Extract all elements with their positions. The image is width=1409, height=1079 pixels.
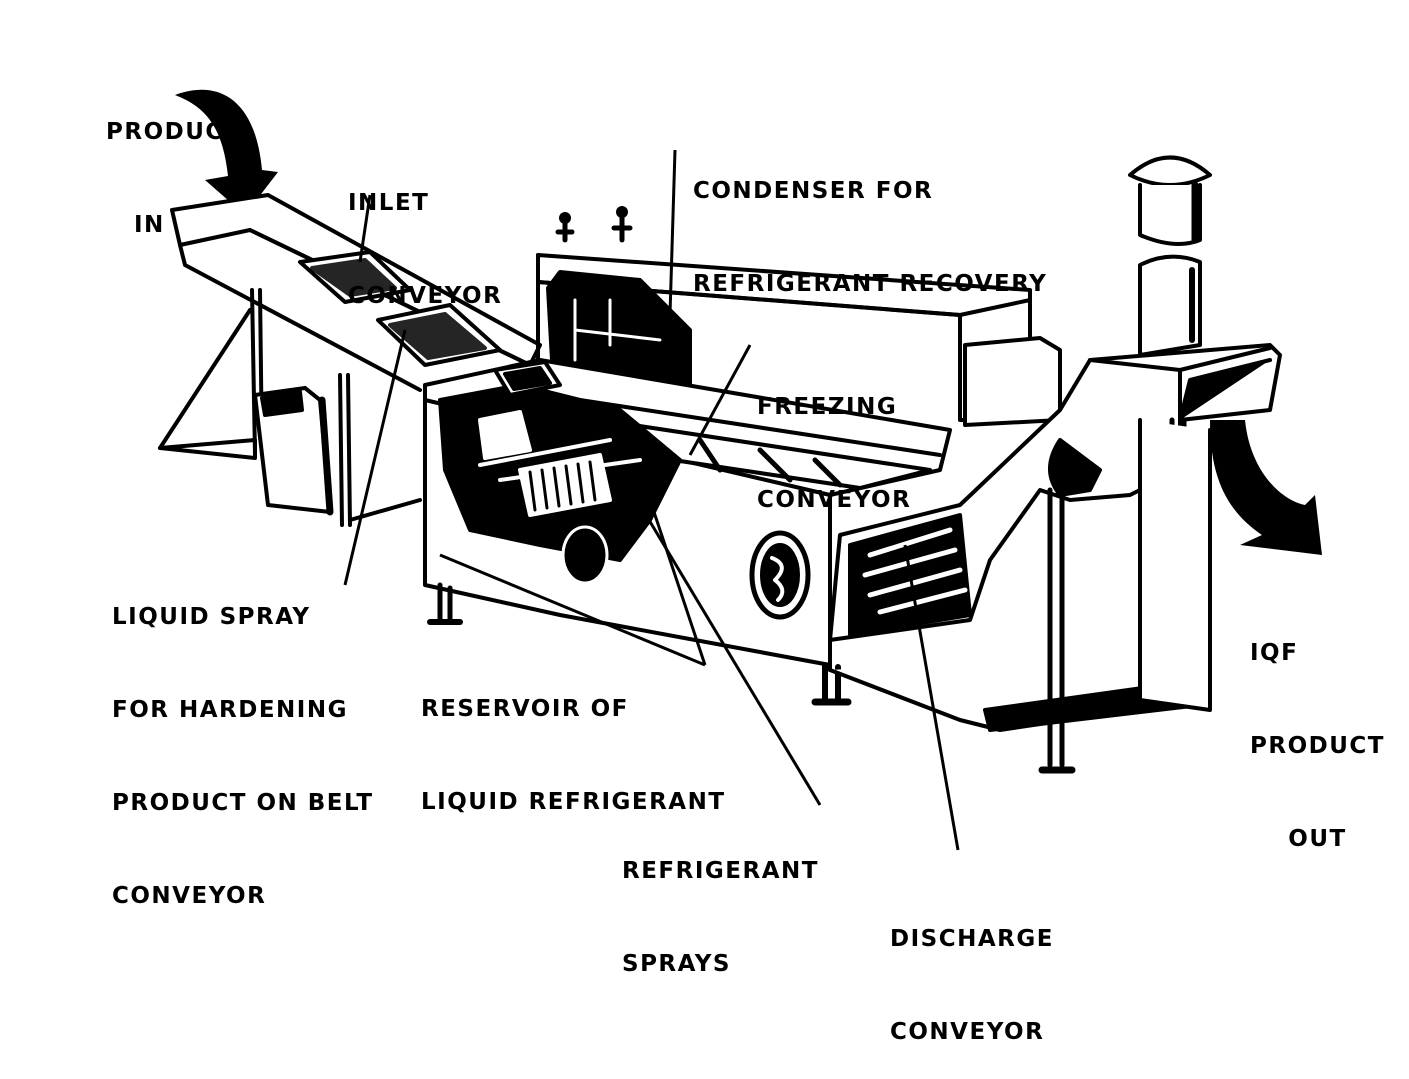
label-liquid-spray: LIQUID SPRAY FOR HARDENING PRODUCT ON BE…	[112, 540, 374, 943]
label-product-in: PRODUCT IN	[106, 55, 241, 272]
label-line: REFRIGERANT	[622, 858, 819, 884]
leader-refrigerant-sprays	[638, 504, 822, 806]
label-line: CONDENSER FOR	[693, 178, 934, 204]
freezer-tank	[423, 358, 952, 706]
condenser-housing	[536, 206, 1062, 427]
label-line: FREEZING	[757, 394, 898, 420]
label-line: CONVEYOR	[348, 283, 503, 309]
leader-reservoir-b	[648, 499, 707, 666]
leader-liquid-spray	[343, 329, 407, 586]
label-condenser: CONDENSER FOR REFRIGERANT RECOVERY	[693, 114, 1047, 331]
label-line: RESERVOIR OF	[421, 696, 629, 722]
label-line: CONVEYOR	[112, 883, 267, 909]
label-reservoir: RESERVOIR OF LIQUID REFRIGERANT	[421, 632, 726, 849]
freezer-illustration	[158, 89, 1322, 851]
label-line: LIQUID REFRIGERANT	[421, 789, 726, 815]
label-line: PRODUCT	[106, 119, 241, 145]
label-line: PRODUCT ON BELT	[112, 790, 374, 816]
leader-lines	[343, 149, 960, 851]
leader-freezing-conveyor	[688, 344, 752, 456]
leader-reservoir-a	[439, 553, 706, 667]
label-line: REFRIGERANT RECOVERY	[693, 271, 1048, 297]
label-line: IQF	[1250, 640, 1299, 666]
label-line: CONVEYOR	[757, 487, 912, 513]
label-refrigerant-sprays: REFRIGERANT SPRAYS	[622, 794, 819, 1011]
discharge-conveyor	[828, 343, 1282, 774]
label-line: PRODUCT	[1250, 733, 1385, 759]
leader-discharge-conveyor	[903, 544, 960, 851]
product-in-arrow-icon	[175, 89, 278, 215]
label-line: SPRAYS	[622, 951, 731, 977]
label-line: CONVEYOR	[890, 1019, 1045, 1045]
leader-inlet-conveyor	[358, 194, 372, 263]
label-line: DISCHARGE	[890, 926, 1054, 952]
product-out-arrow-icon	[1210, 420, 1322, 555]
label-line: FOR HARDENING	[112, 697, 348, 723]
label-line: LIQUID SPRAY	[112, 604, 311, 630]
label-line: IN	[134, 212, 165, 238]
inlet-conveyor	[158, 193, 542, 527]
label-line: OUT	[1288, 826, 1347, 852]
label-iqf-product-out: IQF PRODUCT OUT	[1250, 576, 1385, 886]
label-line: INLET	[348, 190, 430, 216]
label-discharge-conveyor: DISCHARGE CONVEYOR	[890, 862, 1054, 1079]
vent-stack	[1128, 155, 1212, 357]
label-freezing-conveyor: FREEZING CONVEYOR	[757, 330, 911, 547]
label-inlet-conveyor: INLET CONVEYOR	[348, 126, 502, 343]
leader-condenser	[666, 149, 677, 381]
